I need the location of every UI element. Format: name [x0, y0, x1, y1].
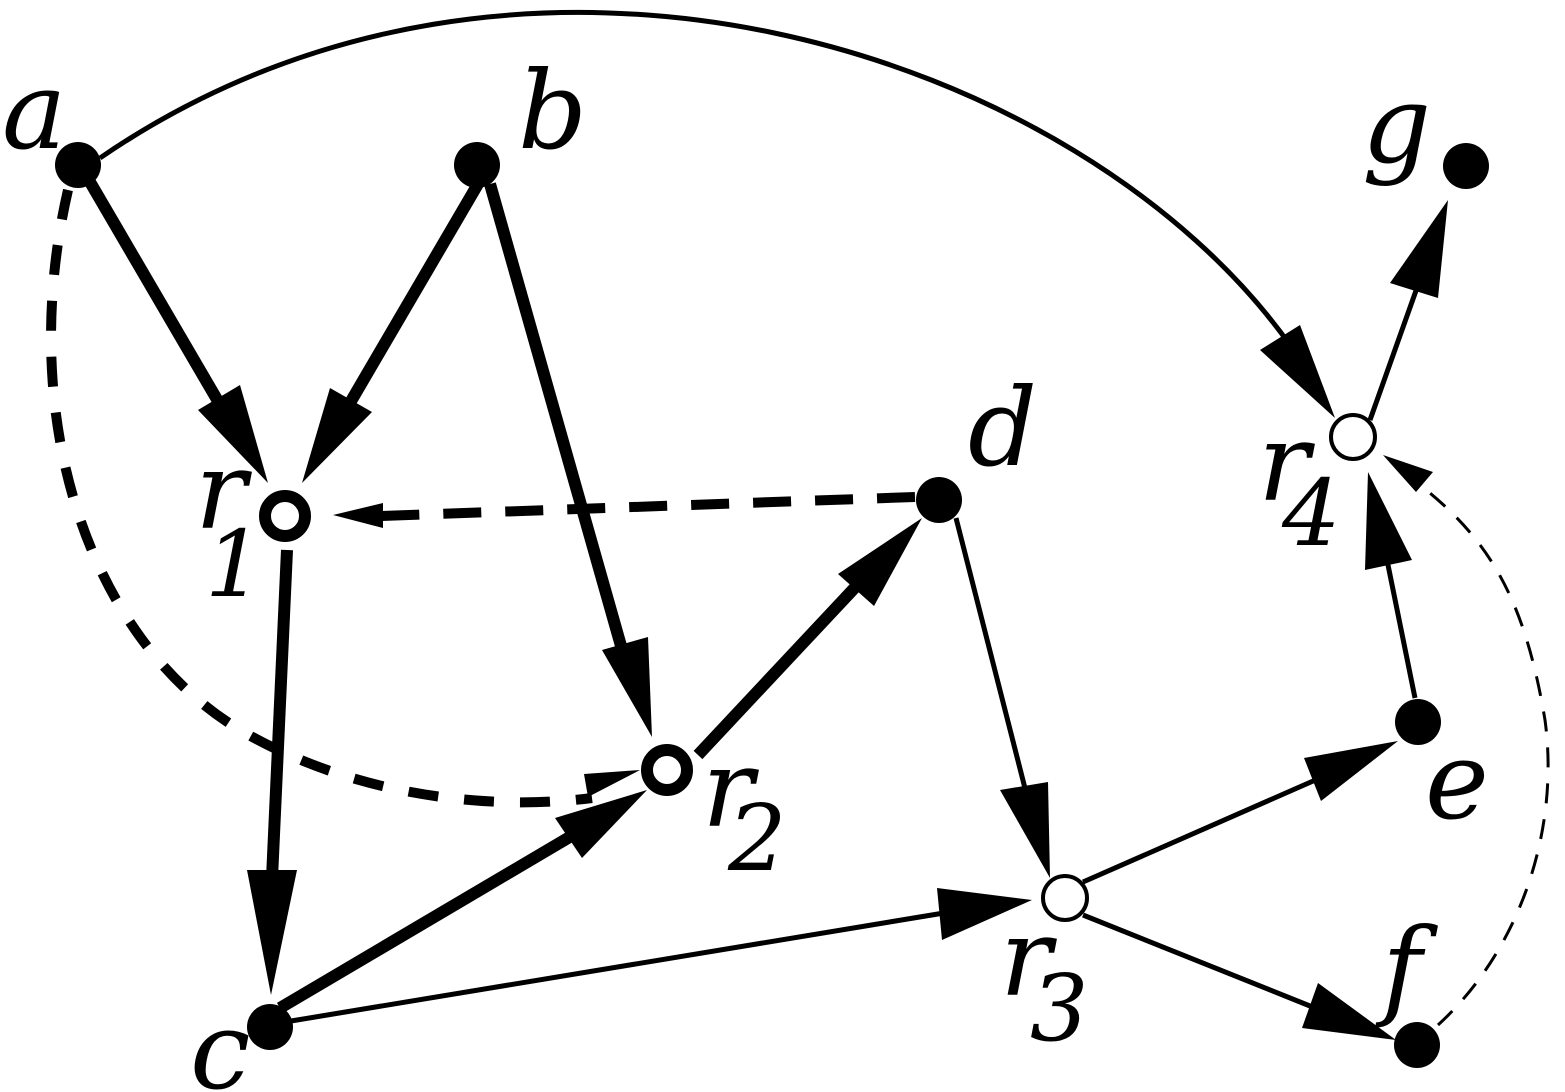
- label-r1: r: [195, 429, 252, 554]
- edge-e-r4: [1384, 559, 1418, 699]
- arrowhead-a-r2: [584, 770, 640, 797]
- edge-a-r2: [46, 188, 593, 808]
- node-r3: [1041, 874, 1089, 922]
- arrowhead-a-r1: [198, 385, 268, 483]
- label-d: d: [968, 366, 1037, 491]
- label-c: c: [190, 989, 251, 1092]
- edge-r2-d: [693, 575, 867, 760]
- label-r4: r: [1258, 401, 1315, 526]
- edge-a-r1: [84, 178, 228, 412]
- edge-d-r3: [953, 517, 1031, 801]
- edge-f-r4: [1419, 483, 1550, 1027]
- label-r2-subscript: 2: [727, 785, 787, 892]
- node-c: [247, 1004, 293, 1050]
- label-r3-subscript: 3: [1030, 955, 1089, 1062]
- arrowhead-f-r4: [1383, 455, 1433, 492]
- edge-b-r2: [484, 182, 631, 662]
- arrowhead-b-r1: [302, 388, 372, 483]
- node-e: [1395, 699, 1441, 745]
- node-d: [916, 477, 962, 523]
- edge-b-r1: [334, 180, 484, 424]
- arrowhead-r2-d: [838, 518, 922, 606]
- label-b: b: [518, 49, 587, 174]
- node-a: [55, 142, 101, 188]
- arrowhead-r3-f: [1302, 983, 1396, 1040]
- label-r3: r: [1000, 896, 1057, 1021]
- node-g: [1443, 143, 1489, 189]
- edge-r3-f: [1082, 912, 1321, 1013]
- edge-c-r3: [284, 909, 951, 1025]
- edge-a-r4: [98, 9, 1293, 347]
- node-r4: [1329, 413, 1377, 461]
- edge-d-r1: [379, 492, 916, 521]
- node-r2: [641, 744, 693, 796]
- edge-r3-e: [1081, 775, 1322, 885]
- node-f: [1394, 1022, 1440, 1068]
- label-r2: r: [702, 727, 759, 852]
- edge-r4-g: [1367, 284, 1421, 421]
- arrowhead-c-r2: [555, 790, 647, 858]
- edge-r1-c: [265, 549, 293, 901]
- arrowhead-r1-c: [247, 870, 297, 995]
- node-layer: [55, 142, 1489, 1068]
- arrowhead-r3-e: [1304, 741, 1398, 801]
- edge-layer: [46, 9, 1550, 1040]
- arrowhead-c-r3: [937, 888, 1032, 940]
- label-a: a: [2, 49, 66, 174]
- label-r4-subscript: 4: [1281, 460, 1341, 567]
- arrowhead-r4-g: [1390, 200, 1448, 298]
- label-f: f: [1375, 906, 1438, 1031]
- label-layer: a b g d e c f r 1 r 2 r 3 r 4: [2, 49, 1489, 1092]
- label-g: g: [1362, 63, 1431, 188]
- node-b: [454, 142, 500, 188]
- arrowhead-d-r3: [1000, 782, 1050, 878]
- arrowhead-d-r1: [333, 503, 383, 528]
- arrowhead-a-r4: [1260, 325, 1335, 418]
- arrowhead-b-r2: [602, 637, 652, 737]
- label-e: e: [1425, 719, 1489, 844]
- edge-c-r2: [276, 819, 594, 1014]
- label-r1-subscript: 1: [205, 511, 264, 618]
- arrowhead-e-r4: [1365, 472, 1412, 570]
- node-r1: [259, 490, 311, 542]
